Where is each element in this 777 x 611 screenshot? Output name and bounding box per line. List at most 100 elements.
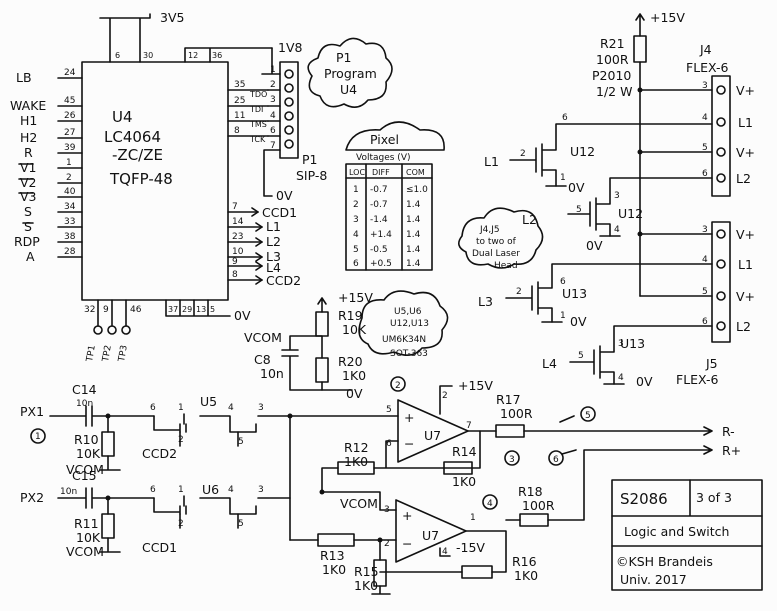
u4-pin-h2: H2 xyxy=(20,130,37,145)
title-name: Logic and Switch xyxy=(624,524,729,539)
u4-out-l2: L2 xyxy=(266,234,281,249)
r13-ref: R13 xyxy=(320,548,345,563)
u4-pin-wake: WAKE xyxy=(10,98,46,113)
r19-ref: R19 xyxy=(338,308,363,323)
u4-jtag: 35 TDO 25 TDI 11 TMS 8 TCK xyxy=(227,80,269,144)
r21-power: 1/2 W xyxy=(596,84,632,99)
mosfet-u13-l4: L4 5 3 4 U13 0V xyxy=(542,325,713,389)
u4-pin-v1: V1 xyxy=(20,160,37,175)
svg-text:6: 6 xyxy=(702,169,708,179)
c15-value: 10n xyxy=(60,487,77,497)
pixel-table-header-cloud xyxy=(345,121,445,151)
svg-text:7: 7 xyxy=(270,141,276,151)
c14-ref: C14 xyxy=(72,382,97,397)
p1-gnd: 0V xyxy=(276,188,293,203)
svg-text:DIFF: DIFF xyxy=(372,168,390,177)
svg-text:3: 3 xyxy=(702,225,708,235)
svg-text:1: 1 xyxy=(35,432,41,442)
tp3: TP3 xyxy=(117,344,130,363)
svg-text:4: 4 xyxy=(487,499,493,509)
r14-ref: R14 xyxy=(452,444,477,459)
svg-text:10: 10 xyxy=(232,247,244,257)
u4-top-pin-6: 6 xyxy=(115,51,120,60)
u4-pin-h1: H1 xyxy=(20,113,37,128)
title-number: S2086 xyxy=(620,490,668,508)
out-rplus: R+ xyxy=(722,443,741,458)
vcom-node xyxy=(281,335,323,391)
pixel-table-title1: Pixel xyxy=(370,132,399,147)
px2-label: PX2 xyxy=(20,490,44,505)
svg-text:2: 2 xyxy=(178,519,184,529)
svg-text:1: 1 xyxy=(560,311,566,321)
r17-value: 100R xyxy=(500,406,533,421)
svg-text:2: 2 xyxy=(353,200,359,210)
u4-gnd: 0V xyxy=(234,308,251,323)
u4-ref: U4 xyxy=(112,108,133,126)
r17-ref: R17 xyxy=(496,392,521,407)
r16-ref: R16 xyxy=(512,554,537,569)
c8-ref: C8 xyxy=(254,352,271,367)
svg-text:3: 3 xyxy=(353,215,359,225)
r19-supply xyxy=(317,297,327,313)
u13b-ref: U13 xyxy=(620,336,645,351)
u7a-opamp: + − U7 5 6 2 +15V 7 2 R12 1K0 R14 1K0 3 xyxy=(287,376,520,541)
mosfet-u12-l2: L2 5 3 4 U12 0V xyxy=(522,177,713,253)
p1-note-3: U4 xyxy=(340,82,357,97)
l2-label: L2 xyxy=(522,212,537,227)
svg-text:7: 7 xyxy=(466,421,472,431)
svg-text:6: 6 xyxy=(150,403,156,413)
u4-pin-lb: LB xyxy=(16,70,32,85)
u7b-minus15: -15V xyxy=(456,540,485,555)
vcom-px1: VCOM xyxy=(66,462,104,477)
pixel-table-title2: Voltages (V) xyxy=(356,153,411,163)
r20-ref: R20 xyxy=(338,354,363,369)
svg-text:−: − xyxy=(402,536,412,551)
mosfet-u12-l1: L1 2 6 1 U12 0V xyxy=(484,113,713,195)
svg-text:2: 2 xyxy=(270,80,276,90)
r20-gnd: 0V xyxy=(346,386,363,401)
svg-text:U12,U13: U12,U13 xyxy=(390,319,429,329)
j5-body xyxy=(711,221,731,343)
u4-pin-v2: V2 xyxy=(20,175,37,190)
u4-out-l1: L1 xyxy=(266,219,281,234)
svg-text:4: 4 xyxy=(614,225,620,235)
rminus-output: R17 100R 5 R- xyxy=(479,392,735,439)
jtag-tdo: TDO xyxy=(249,90,267,99)
u4-right-outputs: 7 CCD1 14 L1 23 L2 10 L3 9 L4 8 CCD2 xyxy=(227,202,301,288)
svg-text:1: 1 xyxy=(178,485,184,495)
svg-text:3: 3 xyxy=(270,95,276,105)
svg-text:45: 45 xyxy=(64,96,75,106)
c8-value: 10n xyxy=(260,366,284,381)
svg-text:2: 2 xyxy=(516,287,522,297)
j5-pins: 3 4 5 6 V+ L1 V+ L2 xyxy=(702,225,755,334)
svg-text:U5,U6: U5,U6 xyxy=(394,307,422,317)
svg-text:1.4: 1.4 xyxy=(406,245,421,255)
svg-text:5: 5 xyxy=(576,205,582,215)
svg-text:V+: V+ xyxy=(736,145,755,160)
u4-3v5-rail xyxy=(99,13,151,63)
mosfet-u13-l3: L3 2 6 1 U13 0V xyxy=(478,263,713,329)
p1-note-2: Program xyxy=(324,66,377,81)
p1-note-cloud xyxy=(307,37,393,108)
svg-text:Dual Laser: Dual Laser xyxy=(472,249,520,259)
r19-value: 10K xyxy=(342,322,367,337)
svg-text:Head: Head xyxy=(494,261,518,271)
svg-text:1.4: 1.4 xyxy=(406,200,421,210)
svg-text:11: 11 xyxy=(234,111,245,121)
svg-text:+: + xyxy=(404,410,414,425)
u5-ref: U5 xyxy=(200,394,217,409)
svg-text:26: 26 xyxy=(64,111,76,121)
r21-body xyxy=(633,35,647,63)
tp1: TP1 xyxy=(85,344,98,363)
svg-text:14: 14 xyxy=(232,217,244,227)
r12-ref: R12 xyxy=(344,440,369,455)
u4-pin-a: A xyxy=(26,249,35,264)
r21-ref: R21 xyxy=(600,36,625,51)
svg-text:≤1.0: ≤1.0 xyxy=(406,185,428,195)
r19-body xyxy=(315,311,329,337)
u7a-plus15: +15V xyxy=(458,378,493,393)
u4-out-l3: L3 xyxy=(266,249,281,264)
tp2: TP2 xyxy=(101,344,114,363)
svg-text:-0.5: -0.5 xyxy=(370,245,388,255)
u13b-gnd: 0V xyxy=(636,374,653,389)
